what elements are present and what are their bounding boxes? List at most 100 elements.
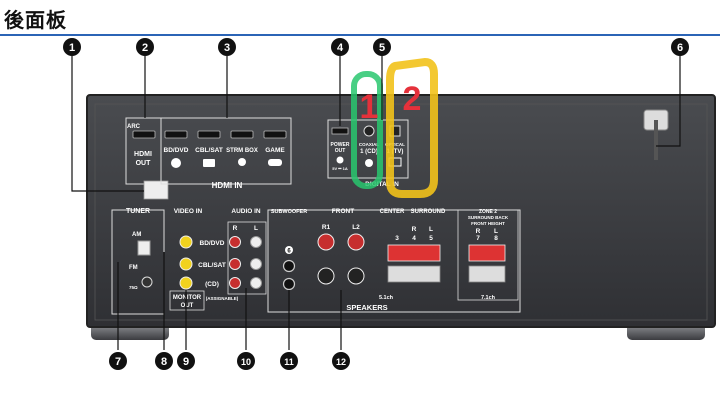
front-l-plus	[347, 233, 365, 251]
hdmi-in-label-game: GAME	[265, 147, 285, 154]
chassis-inner	[94, 103, 708, 321]
av-input-cd: (CD)	[205, 281, 219, 288]
leader-1	[71, 56, 144, 192]
video-in-label: VIDEO IN	[174, 208, 203, 215]
monitor-out-jack	[179, 276, 193, 290]
sub-num: 6	[287, 249, 291, 255]
av-input-bd: BD/DVD	[200, 240, 225, 247]
sp-num-8: 8	[494, 235, 498, 242]
coaxial-label-1: COAXIAL	[359, 142, 380, 147]
fm-jack	[141, 276, 153, 288]
fm-label: FM	[129, 265, 138, 271]
av-input-cbl: CBL/SAT	[198, 262, 226, 269]
ch51-label: 5.1ch	[379, 295, 394, 301]
callout-badges: 1 2 3 4 5 6 7 8 9 10 11 12	[63, 38, 689, 370]
sp-num-7: 7	[476, 235, 480, 242]
coaxial-jack	[363, 125, 375, 137]
leader-6	[656, 56, 681, 147]
hdmi-in-port-3	[230, 130, 254, 139]
am-label: AM	[132, 232, 141, 238]
callout-8-text: 8	[161, 356, 167, 368]
disc-icon	[171, 158, 181, 168]
video-jack-cbl	[179, 257, 193, 271]
callout-1-text: 1	[69, 42, 75, 54]
fm-ohm: 75Ω	[129, 285, 138, 290]
front-terminals	[317, 233, 365, 285]
assignable-label: (ASSIGNABLE)	[206, 296, 239, 301]
surround-label: SURROUND	[411, 209, 446, 215]
zone2-label-2: SURROUND BACK	[468, 215, 509, 220]
monitor-out-box	[169, 290, 205, 311]
callout-5	[373, 38, 391, 56]
audio-in-box	[227, 221, 267, 295]
front-l-minus	[347, 267, 365, 285]
sp-num-5: 5	[429, 235, 433, 242]
audio-l-label: L	[254, 225, 258, 232]
coaxial-label-2: 1 (CD)	[360, 149, 378, 155]
hdmi-in-icons	[171, 158, 282, 168]
callout-5-text: 5	[379, 42, 385, 54]
power-out-label-1: POWER	[331, 142, 350, 148]
callout-10-text: 10	[241, 357, 251, 367]
audio-jack-bd-r	[229, 236, 241, 248]
sp-l-surround: L	[429, 226, 433, 233]
callout-2	[136, 38, 154, 56]
power-out-usb-port	[331, 127, 349, 135]
callout-6-text: 6	[677, 42, 683, 54]
title-rule	[0, 34, 720, 36]
sp-l-zone2: L	[494, 228, 498, 235]
tuner-label: TUNER	[126, 208, 150, 215]
hdmi-in-port-2	[197, 130, 221, 139]
am-terminal	[137, 240, 151, 256]
center-label: CENTER	[380, 209, 405, 215]
hdmi-out-label-2: OUT	[136, 160, 152, 167]
callout-7	[109, 352, 127, 370]
audio-jack-cbl-l	[250, 258, 262, 270]
subwoofer-jack-2	[282, 277, 296, 291]
hdmi-out-port	[132, 130, 156, 139]
front-r-minus	[317, 267, 335, 285]
power-out-spec: 5V ⎓ 1A	[332, 166, 348, 171]
front-l-label: L2	[352, 224, 360, 231]
subwoofer-label: SUBWOOFER	[271, 209, 307, 215]
power-out-label-2: OUT	[335, 148, 346, 154]
subwoofer-jack-1	[282, 259, 296, 273]
hdmi-in-label-bd: BD/DVD	[164, 147, 189, 154]
audio-in-label: AUDIO IN	[231, 208, 261, 215]
front-r-label: R1	[322, 224, 331, 231]
annotation-mark-1: 1	[360, 88, 379, 126]
hdmi-out-white-tag	[143, 180, 169, 200]
callout-4-text: 4	[337, 42, 344, 54]
hdmi-out-label-1: HDMI	[134, 151, 152, 158]
zone2-label-3: FRONT HEIGHT	[471, 221, 505, 226]
coaxial-disc-icon	[365, 159, 373, 167]
speakers-box	[267, 209, 521, 313]
page-title: 後面板	[4, 10, 67, 32]
surround-terminal-block-plus	[387, 244, 441, 262]
callout-11-text: 11	[284, 357, 294, 367]
callout-7-text: 7	[115, 356, 121, 368]
callout-8	[155, 352, 173, 370]
leader-lines	[71, 56, 681, 350]
sp-r-surround: R	[412, 226, 417, 233]
audio-jacks	[229, 236, 262, 289]
zone2-label-1: ZONE 2	[479, 209, 497, 215]
monitor-out-label-1: MONITOR	[173, 295, 202, 301]
audio-jack-cd-l	[250, 277, 262, 289]
callout-4	[331, 38, 349, 56]
callout-10	[237, 352, 255, 370]
callout-3	[218, 38, 236, 56]
callout-6	[671, 38, 689, 56]
sp-num-3: 3	[395, 235, 399, 242]
gamepad-icon	[268, 159, 282, 166]
audio-jack-cbl-r	[229, 258, 241, 270]
callout-1	[63, 38, 81, 56]
power-out-plug-icon	[336, 156, 344, 164]
power-digital-box	[327, 119, 409, 179]
hdmi-in-box	[160, 117, 292, 185]
callout-9-text: 9	[183, 356, 189, 368]
zone2-box	[457, 209, 519, 301]
video-jacks	[179, 235, 193, 290]
hdmi-in-port-4	[263, 130, 287, 139]
